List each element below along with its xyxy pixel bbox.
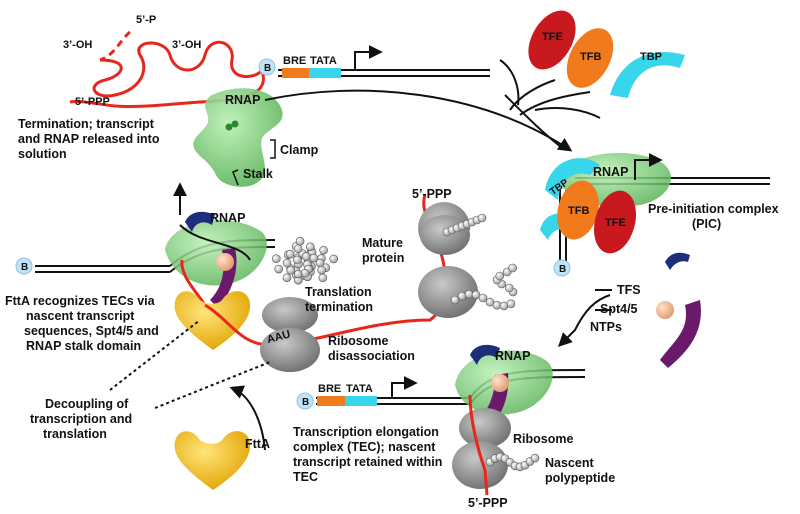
amino-acid-bead <box>477 213 487 223</box>
label-tec-1: Transcription elongation <box>293 425 439 439</box>
label-tata-bottom: TATA <box>346 383 373 395</box>
label-tfb-pic: TFB <box>568 205 589 217</box>
label-tfs: TFS <box>617 283 641 297</box>
amino-acid-bead <box>315 258 325 268</box>
ftta-bound <box>174 291 251 350</box>
label-rnap-tec: RNAP <box>495 349 530 363</box>
amino-acid-bead <box>508 263 517 273</box>
rnap-free <box>193 88 283 187</box>
label-tfe-free: TFE <box>542 31 563 43</box>
label-tata-top: TATA <box>310 55 337 67</box>
amino-acid-bead <box>495 271 505 281</box>
label-pic-2: (PIC) <box>692 217 721 231</box>
label-5p: 5’-P <box>136 14 156 26</box>
label-ribosome-dis-2: disassociation <box>328 349 415 363</box>
amino-acid-bead <box>306 242 315 252</box>
label-ftta-rec-1: FttA recognizes TECs via <box>5 294 156 308</box>
amino-acid-bead <box>285 249 295 259</box>
label-stalk: Stalk <box>243 167 273 181</box>
label-nascent-1: Nascent <box>545 456 594 470</box>
label-rnap-pic: RNAP <box>593 165 628 179</box>
amino-acid-bead <box>530 453 540 463</box>
amino-acid-bead <box>319 245 328 255</box>
nascent-beads <box>485 452 540 472</box>
amino-acid-bead <box>471 290 481 300</box>
label-bre-top: BRE <box>283 55 306 67</box>
label-spt: Spt4/5 <box>600 302 638 316</box>
label-3oh-right: 3’-OH <box>172 39 201 51</box>
label-pic-1: Pre-initiation complex <box>648 202 779 216</box>
label-mature-1: Mature <box>362 236 403 250</box>
amino-acid-bead <box>293 269 303 279</box>
label-trans-term-2: termination <box>305 300 373 314</box>
label-ftta-rec-2: nascent transcript <box>26 309 135 323</box>
label-termination-3: solution <box>18 147 67 161</box>
amino-acid-bead <box>286 265 296 275</box>
label-mature-2: protein <box>362 251 404 265</box>
label-tec-3: transcript retained within <box>293 455 442 469</box>
label-5ppp-bottom: 5’-PPP <box>468 496 508 510</box>
label-b-pic: B <box>559 264 566 275</box>
label-ftta-rec-4: RNAP stalk domain <box>26 339 141 353</box>
label-tec-2: complex (TEC); nascent <box>293 440 436 454</box>
amino-acid-bead <box>293 244 303 254</box>
label-clamp: Clamp <box>280 143 319 157</box>
label-ftta: FttA <box>245 437 270 451</box>
released-protein-left <box>272 236 339 285</box>
label-ntps: NTPs <box>590 320 622 334</box>
amino-acid-bead <box>329 254 339 264</box>
protein-beads-middle <box>442 213 518 311</box>
amino-acid-bead <box>309 253 319 263</box>
label-termination-1: Termination; transcript <box>18 117 155 131</box>
amino-acid-bead <box>318 273 328 283</box>
label-ftta-rec-3: sequences, Spt4/5 and <box>24 324 159 338</box>
amino-acid-bead <box>295 236 305 246</box>
label-ribosome-dis-1: Ribosome <box>328 334 388 348</box>
label-rnap-left: RNAP <box>210 211 245 225</box>
label-b-top: B <box>264 63 271 74</box>
label-decoupling-3: translation <box>43 427 107 441</box>
amino-acid-bead <box>450 295 460 305</box>
promoter-dna-top <box>258 45 490 78</box>
amino-acid-bead <box>272 254 281 264</box>
amino-acid-bead <box>505 283 514 293</box>
released-transcript <box>69 30 265 109</box>
label-tbp-free: TBP <box>640 51 662 63</box>
label-5ppp-mid: 5’-PPP <box>412 187 452 201</box>
label-b-bottom: B <box>302 397 309 408</box>
label-rnap-free: RNAP <box>225 93 260 107</box>
label-ribosome: Ribosome <box>513 432 573 446</box>
amino-acid-bead <box>282 273 292 283</box>
amino-acid-bead <box>485 297 495 307</box>
elongation-factors <box>558 252 701 368</box>
label-bre-bottom: BRE <box>318 383 341 395</box>
amino-acid-bead <box>317 265 327 275</box>
tec-left <box>15 211 276 308</box>
amino-acid-bead <box>293 255 302 265</box>
tec-bottom <box>296 344 586 496</box>
label-3oh-left: 3’-OH <box>63 39 92 51</box>
label-decoupling-2: transcription and <box>30 412 132 426</box>
label-tfe-pic: TFE <box>605 217 626 229</box>
label-aau: AAU <box>266 328 292 346</box>
label-nascent-2: polypeptide <box>545 471 615 485</box>
free-factors <box>499 10 685 119</box>
label-trans-term-1: Translation <box>305 285 372 299</box>
amino-acid-bead <box>282 258 292 268</box>
ftta-free <box>174 431 251 490</box>
label-b-left: B <box>21 262 28 273</box>
amino-acid-bead <box>274 264 284 274</box>
amino-acid-bead <box>478 293 488 303</box>
label-5ppp-top: 5’-PPP <box>75 96 110 108</box>
amino-acid-bead <box>506 299 516 309</box>
label-termination-2: and RNAP released into <box>18 132 160 146</box>
label-decoupling-1: Decoupling of <box>45 397 129 411</box>
amino-acid-bead <box>301 252 311 261</box>
label-tec-4: TEC <box>293 470 318 484</box>
label-tfb-free: TFB <box>580 51 601 63</box>
pic-complex <box>540 153 770 277</box>
